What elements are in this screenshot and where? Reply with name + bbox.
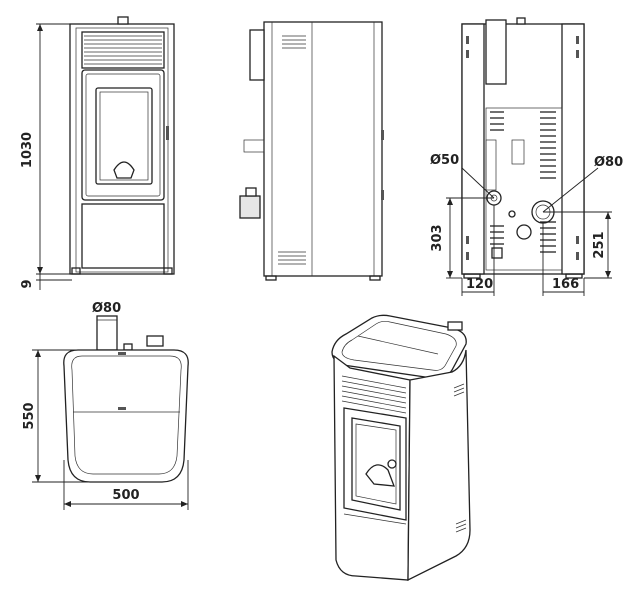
dim-flue-main: Ø80 <box>542 155 623 213</box>
front-view <box>69 16 175 275</box>
rear-rail-holes <box>466 36 579 260</box>
label-left-offset: 120 <box>466 277 493 292</box>
dim-flue-side-height: 303 <box>430 197 494 279</box>
top-view <box>63 315 189 483</box>
dim-depth: 550 <box>22 349 90 483</box>
dim-foot: 9 <box>20 274 72 290</box>
dim-flue-main-height: 251 <box>543 211 612 279</box>
dim-top-flue: Ø80 <box>92 301 121 316</box>
label-depth: 550 <box>22 402 37 429</box>
label-flue-main-height: 251 <box>592 231 607 258</box>
label-flue-top: Ø80 <box>92 301 121 316</box>
perspective-view <box>331 314 471 582</box>
dim-height-total: 1030 <box>20 23 120 275</box>
perspective-side-vents <box>453 383 467 533</box>
label-right-offset: 166 <box>552 277 579 292</box>
label-flue-main: Ø80 <box>594 155 623 170</box>
dim-right-offset: 166 <box>542 223 585 296</box>
label-height-total: 1030 <box>20 132 35 168</box>
front-grille <box>84 35 162 65</box>
dim-flue-side: Ø50 <box>430 153 495 199</box>
label-flue-side: Ø50 <box>430 153 459 168</box>
label-width: 500 <box>112 488 139 503</box>
side-view <box>239 21 384 281</box>
dim-left-offset: 120 <box>461 205 495 296</box>
label-flue-side-height: 303 <box>430 224 445 251</box>
label-foot-height: 9 <box>20 279 35 288</box>
dim-width: 500 <box>63 460 189 510</box>
perspective-grille <box>341 375 407 414</box>
rear-view <box>461 17 585 279</box>
